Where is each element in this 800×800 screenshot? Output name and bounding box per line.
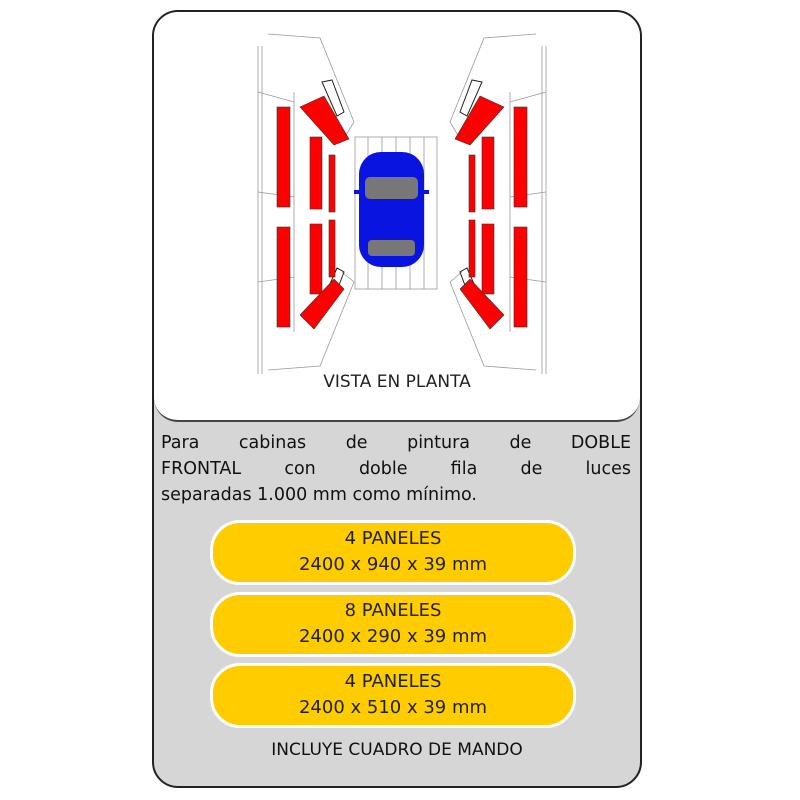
description: Para cabinas de pintura de DOBLE FRONTAL…	[161, 430, 631, 508]
plan-view-panel: VISTA EN PLANTA	[154, 12, 640, 422]
car-icon	[354, 152, 429, 267]
option-size: 2400 x 510 x 39 mm	[298, 697, 488, 718]
option-size: 2400 x 940 x 39 mm	[298, 554, 488, 575]
description-line: FRONTAL con doble fila de luces	[161, 459, 631, 479]
panel-option: 4 PANELES 2400 x 510 x 39 mm	[210, 663, 576, 728]
option-title: 4 PANELES	[344, 671, 442, 692]
red-light-panels	[276, 95, 528, 330]
panel-option: 4 PANELES 2400 x 940 x 39 mm	[210, 520, 576, 585]
product-card: VISTA EN PLANTA Para cabinas de pintura …	[152, 10, 642, 788]
footer-note: INCLUYE CUADRO DE MANDO	[271, 740, 523, 760]
description-line: Para cabinas de pintura de DOBLE	[161, 433, 631, 453]
option-size: 2400 x 290 x 39 mm	[298, 626, 488, 647]
booth-plan-diagram	[257, 33, 547, 374]
panel-option: 8 PANELES 2400 x 290 x 39 mm	[210, 592, 576, 657]
description-line: separadas 1.000 mm como mínimo.	[161, 485, 477, 505]
option-title: 4 PANELES	[344, 528, 442, 549]
option-title: 8 PANELES	[344, 600, 442, 621]
diagram-caption: VISTA EN PLANTA	[323, 372, 471, 392]
